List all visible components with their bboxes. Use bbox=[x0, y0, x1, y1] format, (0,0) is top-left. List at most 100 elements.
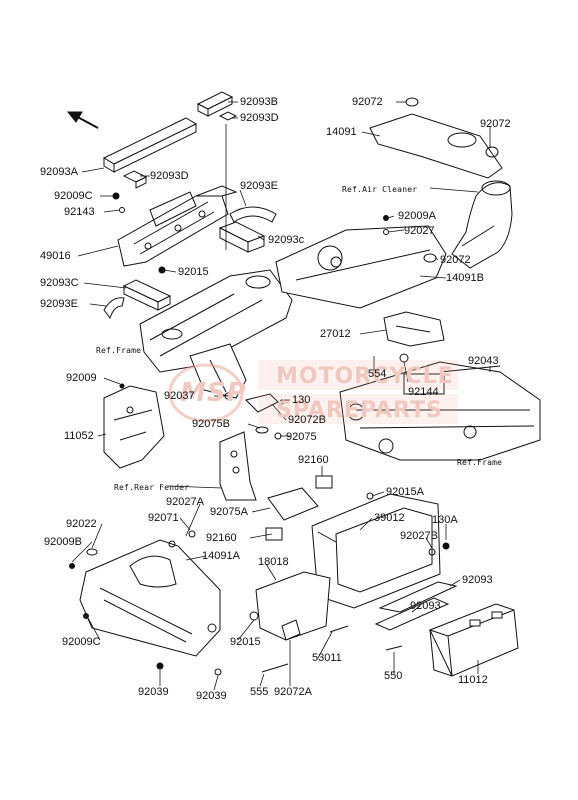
part-label-92093c: 92093c bbox=[268, 234, 305, 246]
rubber-strip-92093C bbox=[122, 279, 172, 311]
cover-14091A bbox=[79, 539, 221, 657]
watermark-logo-icon bbox=[168, 360, 458, 424]
part-label-92093D: 92093D bbox=[150, 170, 189, 182]
rubber-strip-92093A bbox=[102, 117, 198, 173]
bracket-49016 bbox=[117, 185, 238, 267]
part-label-39012: 39012 bbox=[374, 512, 405, 524]
rubber-strip-92093B bbox=[196, 91, 234, 117]
bracket-11052 bbox=[103, 385, 165, 469]
bolt-92039-a bbox=[156, 662, 164, 670]
rear-fender-bracket bbox=[219, 431, 257, 501]
frame-member-right bbox=[339, 311, 541, 461]
rubber-block-92093D bbox=[122, 170, 148, 189]
battery-11012 bbox=[429, 603, 519, 677]
rubber-arc-92093E bbox=[229, 206, 277, 223]
part-label-92015A: 92015A bbox=[386, 486, 424, 498]
battery-case-39012 bbox=[311, 492, 441, 609]
part-label-92027B: 92027B bbox=[400, 530, 438, 542]
part-label-14091B: 14091B bbox=[446, 272, 484, 284]
rubber-block-92093D-top bbox=[218, 111, 238, 121]
part-label-92009B: 92009B bbox=[44, 536, 82, 548]
part-label-92015: 92015 bbox=[230, 636, 261, 648]
clamp-92072A bbox=[281, 619, 301, 641]
part-label-11052: 11052 bbox=[64, 430, 94, 442]
part-label-14091: 14091 bbox=[326, 126, 357, 138]
part-label-92144: 92144 bbox=[408, 386, 439, 398]
leader-lines bbox=[71, 101, 491, 691]
ref-rear-fender: Ref.Rear Fender bbox=[114, 483, 190, 492]
bolt-92009 bbox=[119, 383, 125, 389]
part-label-92093E: 92093E bbox=[40, 298, 78, 310]
pin-555 bbox=[261, 663, 289, 673]
part-label-92009: 92009 bbox=[66, 372, 97, 384]
part-label-92075: 92075 bbox=[286, 431, 317, 443]
rubber-strip-92093-b bbox=[374, 597, 450, 631]
part-label-92072A: 92072A bbox=[274, 686, 312, 698]
rubber-92093E bbox=[103, 297, 125, 320]
part-label-550: 550 bbox=[384, 670, 403, 682]
ref-frame-left: Ref.Frame bbox=[96, 346, 142, 355]
part-label-92093C: 92093C bbox=[40, 277, 79, 289]
part-label-92093-b: 92093 bbox=[410, 600, 441, 612]
bolt-92009B bbox=[69, 563, 75, 569]
clip-92143 bbox=[119, 207, 125, 213]
part-label-14091A: 14091A bbox=[202, 550, 240, 562]
nut-92015 bbox=[249, 611, 259, 621]
bolt-92009C bbox=[83, 613, 89, 619]
frame-member-left bbox=[139, 269, 293, 399]
part-label-130: 130 bbox=[292, 394, 311, 406]
bolt-130 bbox=[279, 399, 285, 405]
part-label-92039-a: 92039 bbox=[138, 686, 169, 698]
part-label-92093-a: 92093 bbox=[462, 574, 493, 586]
pad-92160-a bbox=[315, 475, 333, 489]
part-label-92075B: 92075B bbox=[192, 418, 230, 430]
bolt-92009A bbox=[383, 215, 389, 221]
part-label-49016: 49016 bbox=[40, 250, 71, 262]
part-label-92075A: 92075A bbox=[210, 506, 248, 518]
cover-18018 bbox=[255, 571, 331, 641]
washer-92022 bbox=[86, 548, 98, 556]
part-label-92160-b: 92160 bbox=[206, 532, 237, 544]
part-label-92072-c: 92072 bbox=[440, 254, 471, 266]
part-label-92072-b: 92072 bbox=[480, 118, 511, 130]
part-label-92071: 92071 bbox=[148, 512, 179, 524]
ref-air-cleaner: Ref.Air Cleaner bbox=[342, 185, 418, 194]
washer-92075B bbox=[255, 426, 269, 434]
part-label-92093A: 92093A bbox=[40, 166, 78, 178]
part-label-92022: 92022 bbox=[66, 518, 97, 530]
part-label-92043: 92043 bbox=[468, 355, 499, 367]
part-label-554: 554 bbox=[368, 368, 387, 380]
part-label-92037: 92037 bbox=[164, 390, 195, 402]
direction-arrow-icon bbox=[66, 111, 99, 129]
part-label-11012: 11012 bbox=[458, 674, 488, 686]
part-label-92160-a: 92160 bbox=[298, 454, 329, 466]
part-label-27012: 27012 bbox=[320, 328, 351, 340]
part-label-92093E-top: 92093E bbox=[240, 180, 278, 192]
pad-92075A bbox=[267, 487, 319, 521]
pin-53011 bbox=[329, 625, 349, 633]
rubber-strip-92093c bbox=[218, 221, 266, 253]
part-label-92027A: 92027A bbox=[166, 496, 204, 508]
part-label-92093B: 92093B bbox=[240, 96, 278, 108]
part-label-92009C: 92009C bbox=[62, 636, 101, 648]
pin-550 bbox=[385, 645, 403, 651]
part-label-53011: 53011 bbox=[312, 652, 342, 664]
ref-frame-right: Ref.Frame bbox=[457, 458, 503, 467]
part-label-92009C-top: 92009C bbox=[54, 190, 93, 202]
pad-92160-b bbox=[265, 527, 283, 541]
plate-14091B bbox=[275, 225, 447, 309]
part-label-92143: 92143 bbox=[64, 206, 95, 218]
bolt-130A bbox=[442, 542, 450, 550]
grommet-92027B bbox=[428, 548, 436, 556]
cover-14091 bbox=[369, 97, 503, 179]
part-label-92093D-top: 92093D bbox=[240, 112, 279, 124]
clamp-92072B bbox=[245, 393, 279, 413]
collar-92071 bbox=[188, 530, 196, 538]
watermark-logo-text: MSP bbox=[180, 378, 247, 408]
part-label-92072-a: 92072 bbox=[352, 96, 383, 108]
part-label-555: 555 bbox=[250, 686, 269, 698]
part-label-18018: 18018 bbox=[258, 556, 289, 568]
grommet-92027A bbox=[168, 540, 176, 548]
part-label-92039-b: 92039 bbox=[196, 690, 227, 702]
